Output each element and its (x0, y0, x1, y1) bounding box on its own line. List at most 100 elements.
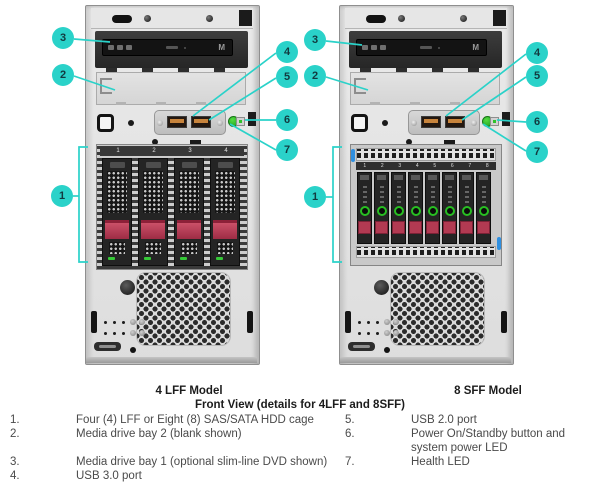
top-vent-slot (366, 15, 386, 23)
callout-2: 2 (304, 65, 326, 87)
cage-vent-bottom (356, 246, 496, 258)
vent-hole (376, 321, 379, 324)
usb3-port (167, 116, 187, 128)
vent-hole (113, 332, 116, 335)
caption-front-view: Front View (details for 4LFF and 8SFF) (195, 399, 405, 411)
tower-4lff: M 1 2 3 4 (85, 5, 260, 365)
screw-icon (139, 319, 145, 325)
bay-number: 5 (433, 163, 437, 169)
dvd-tab (142, 68, 153, 72)
legend-text: Four (4) LFF or Eight (8) SAS/SATA HDD c… (76, 414, 314, 426)
sff-drive (391, 172, 406, 244)
screw-icon (217, 120, 223, 126)
screw-icon (393, 319, 399, 325)
bay-number: 3 (188, 148, 192, 154)
callout-6: 6 (276, 109, 298, 131)
dvd-logo-icons (108, 45, 132, 50)
legend-text: Media drive bay 1 (optional slim-line DV… (76, 456, 328, 468)
sff-drive (442, 172, 457, 244)
cage-release-clip (497, 237, 501, 250)
side-clip (91, 311, 97, 333)
screw-icon (384, 319, 390, 325)
callout-1: 1 (304, 186, 326, 208)
tower-8sff: M 1 2 3 4 5 6 7 8 (339, 5, 514, 365)
legend-left-column: 1. Four (4) LFF or Eight (8) SAS/SATA HD… (10, 413, 342, 483)
health-led (490, 117, 499, 126)
bay-notch (156, 102, 166, 105)
dvd-tray: M (356, 39, 487, 56)
bay-notch (116, 102, 126, 105)
top-corner-latch (239, 10, 252, 26)
callout-7: 7 (526, 141, 548, 163)
legend-number: 7. (345, 456, 355, 468)
legend-number: 6. (345, 428, 355, 440)
legend-item-4: 4. USB 3.0 port (10, 469, 342, 483)
callout-2: 2 (52, 64, 74, 86)
sff-drive (357, 172, 372, 244)
brand-badge (348, 342, 375, 351)
blank-bay-clip (100, 78, 112, 94)
legend-item-2: 2. Media drive bay 2 (blank shown) (10, 427, 342, 441)
vent-dash (190, 140, 201, 144)
vent-dash (444, 140, 455, 144)
caption-8sff-model: 8 SFF Model (454, 385, 522, 397)
legend-text: Media drive bay 2 (blank shown) (76, 428, 242, 440)
sff-drive (476, 172, 491, 244)
screw-icon (130, 319, 136, 325)
bay-number-strip: 1 2 3 4 (100, 147, 244, 156)
dvd-tray: M (102, 39, 233, 56)
dvd-activity-led (184, 46, 186, 49)
intrusion-button (374, 280, 389, 295)
side-clip (501, 311, 507, 333)
lff-drive (138, 158, 168, 266)
top-bezel (91, 8, 253, 29)
bay-number: 6 (450, 163, 454, 169)
bay-number: 8 (485, 163, 489, 169)
fan-grille (136, 272, 231, 346)
screw-icon (139, 330, 145, 336)
dvd-tab (178, 68, 189, 72)
screw-icon (460, 15, 467, 22)
cage-release-clip (351, 149, 355, 162)
legend-number: 3. (10, 456, 20, 468)
bay-number: 7 (468, 163, 472, 169)
callout-3: 3 (52, 27, 74, 49)
screw-icon (384, 330, 390, 336)
vent-hole (376, 332, 379, 335)
screw-icon (411, 120, 417, 126)
chassis-foot (86, 357, 257, 363)
bay-number: 4 (415, 163, 419, 169)
screw-icon (157, 120, 163, 126)
media-bay-2-blank (350, 72, 500, 105)
dvd-tab (432, 68, 443, 72)
chassis-foot (340, 357, 511, 363)
bay-number: 1 (116, 148, 120, 154)
bay-number: 4 (224, 148, 228, 154)
bay-number-strip: 1 2 3 4 5 6 7 8 (356, 162, 496, 170)
dvd-brand-glyph: M (218, 43, 225, 52)
dvd-eject-button (420, 46, 432, 49)
legend-item-7: 7. Health LED (345, 455, 597, 469)
side-clip (247, 311, 253, 333)
usb2-port (191, 116, 211, 128)
lff-drive (174, 158, 204, 266)
screw-icon (471, 120, 477, 126)
callout-1: 1 (51, 185, 73, 207)
legend-item-3: 3. Media drive bay 1 (optional slim-line… (10, 455, 342, 469)
legend-number: 1. (10, 414, 20, 426)
bay-notch (370, 102, 380, 105)
fan-grille (390, 272, 485, 346)
callout-5: 5 (276, 66, 298, 88)
blank-bay-clip (354, 78, 366, 94)
legend-number: 2. (10, 428, 20, 440)
top-corner-latch (493, 10, 506, 26)
legend-text: USB 2.0 port (411, 414, 477, 426)
intrusion-button (120, 280, 135, 295)
legend-right-column: 5. USB 2.0 port 6. Power On/Standby butt… (345, 413, 597, 469)
screw-hole (128, 120, 134, 126)
legend-number: 5. (345, 414, 355, 426)
legend-item-5: 5. USB 2.0 port (345, 413, 597, 427)
side-latch (502, 112, 510, 126)
vent-hole (104, 332, 107, 335)
